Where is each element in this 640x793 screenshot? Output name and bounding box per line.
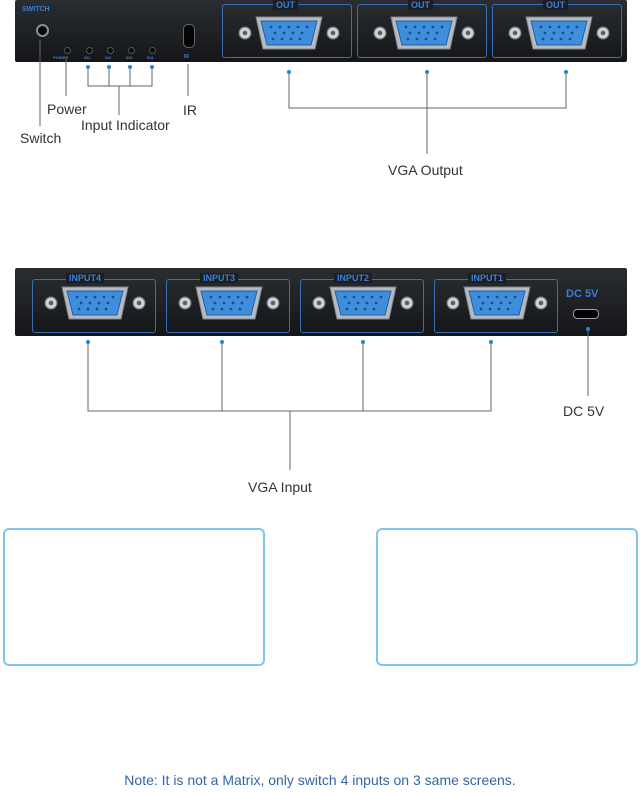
output-port-label-3: OUT xyxy=(543,0,568,10)
unsupported-mode-diagram xyxy=(376,528,638,666)
output-port-label-2: OUT xyxy=(408,0,433,10)
callout-dc-5v: DC 5V xyxy=(563,403,605,419)
supported-mode-diagram xyxy=(3,528,265,666)
usb-c-power-port xyxy=(573,309,599,319)
input-port-label-4: INPUT4 xyxy=(66,273,105,283)
vga-output-connector-1 xyxy=(238,16,340,50)
output-port-label-1: OUT xyxy=(273,0,298,10)
vga-output-connector-3 xyxy=(508,16,610,50)
vga-input-connector-2 xyxy=(312,286,414,320)
callout-power: Power xyxy=(47,101,87,117)
led-label-in3: IN3 xyxy=(126,55,133,60)
callout-ir: IR xyxy=(183,102,197,118)
led-label-power: POWER xyxy=(53,55,69,60)
ir-receiver xyxy=(183,24,195,48)
switch-button[interactable] xyxy=(36,24,49,37)
bottom-callout-lines xyxy=(87,330,589,470)
led-in1 xyxy=(86,47,93,54)
dc-panel-label: DC 5V xyxy=(566,288,599,300)
callout-switch: Switch xyxy=(20,130,62,146)
led-in4 xyxy=(149,47,156,54)
led-label-in2: IN2 xyxy=(105,55,112,60)
callout-input-indicator: Input Indicator xyxy=(81,117,170,133)
led-power xyxy=(64,47,71,54)
led-label-in4: IN4 xyxy=(147,55,154,60)
led-in3 xyxy=(128,47,135,54)
vga-output-connector-2 xyxy=(373,16,475,50)
ir-panel-label: IR xyxy=(184,54,189,60)
callout-vga-input: VGA Input xyxy=(248,479,312,495)
top-callout-lines xyxy=(39,40,567,154)
callout-vga-output: VGA Output xyxy=(388,162,463,178)
vga-input-connector-4 xyxy=(44,286,146,320)
switch-panel-label: SWITCH xyxy=(22,6,50,13)
vga-input-connector-3 xyxy=(178,286,280,320)
output-side-panel xyxy=(15,0,627,62)
led-label-in1: IN1 xyxy=(84,55,91,60)
footer-note: Note: It is not a Matrix, only switch 4 … xyxy=(124,772,516,788)
input-port-label-3: INPUT3 xyxy=(200,273,239,283)
vga-input-connector-1 xyxy=(446,286,548,320)
input-port-label-1: INPUT1 xyxy=(468,273,507,283)
input-port-label-2: INPUT2 xyxy=(334,273,373,283)
led-in2 xyxy=(107,47,114,54)
